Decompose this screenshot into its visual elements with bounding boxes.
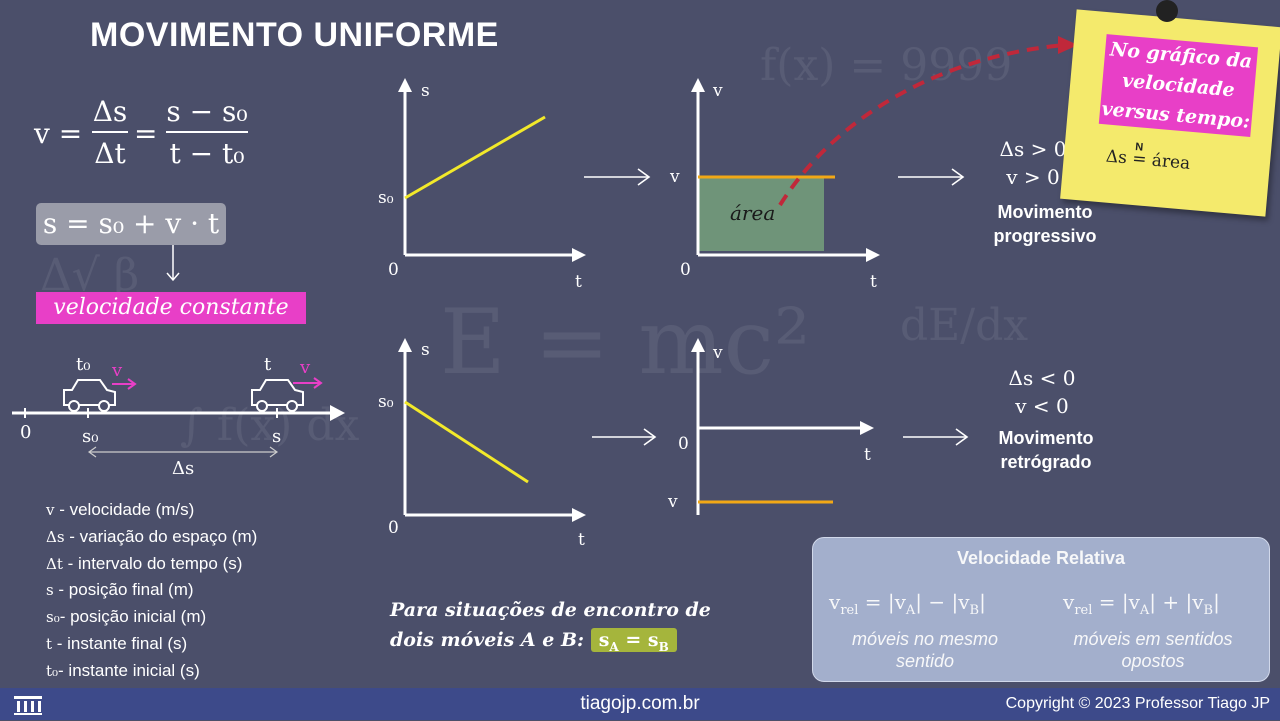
axis-label-v: v bbox=[712, 81, 723, 101]
graph-position-decreasing: s t 0 s₀ bbox=[378, 338, 586, 550]
level-label: v bbox=[667, 492, 678, 512]
level-label: v bbox=[669, 167, 680, 187]
road-axis-arrow bbox=[330, 405, 345, 421]
arrow-icon bbox=[903, 428, 969, 446]
logo-icon bbox=[12, 694, 44, 721]
footer: tiagojp.com.br Copyright © 2023 Professo… bbox=[0, 688, 1280, 720]
relative-velocity-box: Velocidade Relativa vrel = |vA| − |vB| v… bbox=[812, 537, 1270, 682]
position-line bbox=[404, 400, 529, 484]
condition-delta-s: Δs > 0 bbox=[999, 137, 1067, 161]
intercept-label: s₀ bbox=[378, 392, 394, 412]
label-t: t bbox=[264, 354, 272, 375]
relative-velocity-title: Velocidade Relativa bbox=[956, 548, 1126, 568]
label-t0: t₀ bbox=[76, 354, 90, 375]
label-v: v bbox=[111, 360, 123, 381]
legend-item: s - posição final (m) bbox=[46, 580, 194, 600]
fraction-bar bbox=[166, 131, 248, 133]
retrograde-conditions: Δs < 0 v < 0 bbox=[994, 364, 1090, 420]
note-equation: Δs N= área bbox=[1105, 141, 1192, 174]
label-s: s bbox=[272, 426, 281, 447]
axis-label-t: t bbox=[870, 272, 877, 292]
formula-frac2-den: t − t₀ bbox=[169, 137, 245, 170]
encounter-equation: sA = sB bbox=[590, 628, 677, 654]
encounter-line2: dois móveis A e B: bbox=[390, 629, 585, 651]
pin-icon bbox=[1156, 0, 1178, 22]
arrow-icon bbox=[898, 168, 965, 186]
site-link[interactable]: tiagojp.com.br bbox=[580, 693, 700, 714]
formula-eq: = bbox=[134, 117, 158, 150]
origin-label: 0 bbox=[678, 434, 689, 454]
axis-label-t: t bbox=[578, 530, 585, 550]
formula-frac1-num: Δs bbox=[92, 95, 128, 128]
axis-label-v: v bbox=[712, 343, 723, 363]
formula-frac2-num: s − s₀ bbox=[166, 95, 248, 128]
page-title: MOVIMENTO UNIFORME bbox=[90, 16, 499, 54]
origin-label: 0 bbox=[388, 260, 399, 280]
arrow-icon bbox=[584, 168, 651, 186]
legend-item: Δt - intervalo do tempo (s) bbox=[46, 553, 243, 573]
area-rectangle bbox=[698, 177, 824, 251]
legend-item: t₀- instante inicial (s) bbox=[46, 660, 200, 680]
origin-label: 0 bbox=[388, 518, 399, 538]
legend-item: Δs - variação do espaço (m) bbox=[46, 526, 258, 546]
car-icon bbox=[63, 379, 116, 412]
down-arrow bbox=[163, 245, 183, 285]
formula-opposite-direction: vrel = |vA| + |vB| bbox=[1063, 590, 1220, 618]
condition-v: v > 0 bbox=[1006, 165, 1060, 189]
symbol-legend: v - velocidade (m/s) Δs - variação do es… bbox=[46, 497, 257, 685]
arrow-icon bbox=[592, 428, 657, 446]
axis-label-t: t bbox=[575, 272, 582, 292]
axis-label-t: t bbox=[864, 445, 871, 465]
graph-position-increasing: s t 0 s₀ bbox=[378, 78, 586, 292]
formula-v: v = bbox=[34, 117, 83, 150]
legend-item: t - instante final (s) bbox=[46, 633, 188, 653]
axis-label-s: s bbox=[421, 81, 430, 101]
area-label: área bbox=[730, 201, 775, 225]
formula-same-direction: vrel = |vA| − |vB| bbox=[829, 590, 986, 618]
label-delta-s: Δs bbox=[172, 458, 194, 479]
fraction-bar bbox=[92, 131, 128, 133]
car-icon bbox=[251, 379, 304, 412]
condition-v: v < 0 bbox=[1015, 394, 1069, 418]
formula-frac1-den: Δt bbox=[94, 137, 126, 170]
origin-label: 0 bbox=[680, 260, 691, 280]
constant-velocity-label: velocidade constante bbox=[36, 292, 306, 324]
graph-velocity-positive: v t 0 v área bbox=[669, 78, 880, 292]
legend-item: s₀- posição inicial (m) bbox=[46, 607, 207, 627]
label-s0: s₀ bbox=[82, 426, 98, 447]
position-formula-box: s = s₀ + v · t bbox=[36, 203, 226, 245]
condition-delta-s: Δs < 0 bbox=[1008, 366, 1076, 390]
graph-velocity-negative: v t 0 v bbox=[667, 338, 874, 515]
copyright: Copyright © 2023 Professor Tiago JP bbox=[1005, 695, 1270, 712]
legend-item: v - velocidade (m/s) bbox=[46, 500, 195, 519]
axis-label-s: s bbox=[421, 340, 430, 360]
curved-dashed-arrow bbox=[778, 43, 1066, 207]
position-line bbox=[404, 115, 546, 200]
progressive-conditions: Δs > 0 v > 0 bbox=[985, 135, 1081, 191]
encounter-text: Para situações de encontro de dois móvei… bbox=[390, 599, 711, 654]
intercept-label: s₀ bbox=[378, 188, 394, 208]
label-zero: 0 bbox=[20, 422, 31, 443]
label-v: v bbox=[299, 357, 311, 378]
road-diagram: t₀ t v v 0 s₀ s Δs bbox=[12, 354, 345, 479]
